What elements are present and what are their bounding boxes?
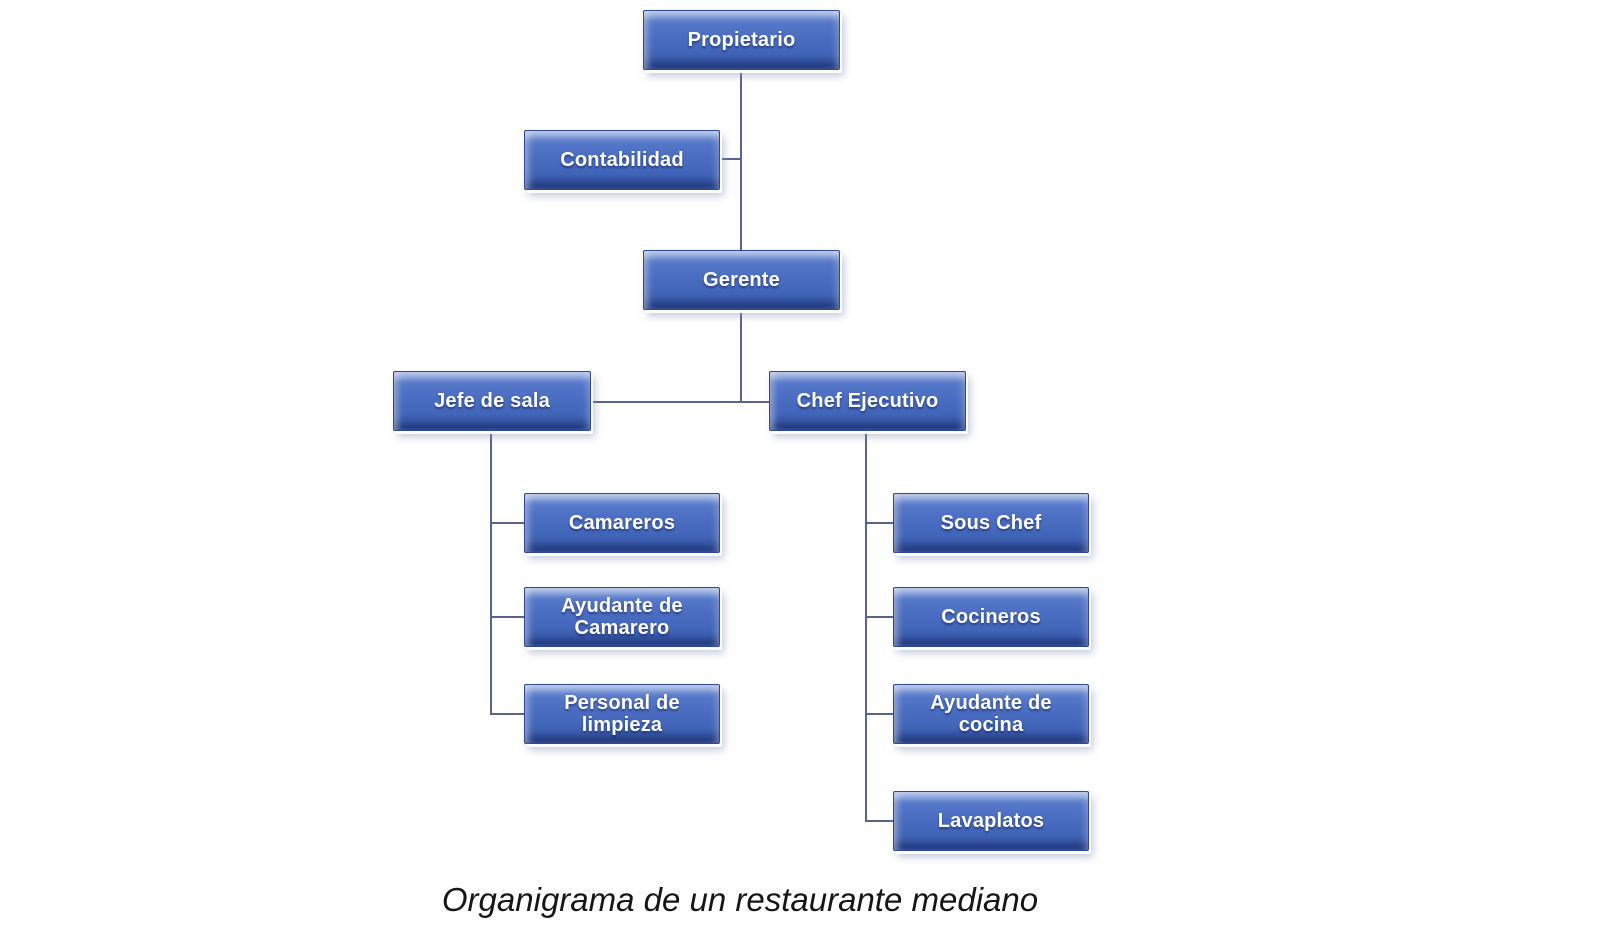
connector-propietario-gerente — [740, 70, 742, 250]
org-node-cocineros: Cocineros — [893, 587, 1089, 647]
connector-jefe-chef — [591, 401, 769, 403]
org-node-label: Camareros — [568, 511, 676, 534]
connector-stub-ayudante-cocina — [865, 713, 893, 715]
org-node-label: Sous Chef — [940, 511, 1042, 534]
org-node-jefe-de-sala: Jefe de sala — [393, 371, 591, 431]
connector-stub-lavaplatos — [865, 820, 893, 822]
org-node-sous-chef: Sous Chef — [893, 493, 1089, 553]
org-node-personal-de-limpieza: Personal de limpieza — [524, 684, 720, 744]
org-node-label: Propietario — [687, 28, 796, 51]
org-node-lavaplatos: Lavaplatos — [893, 791, 1089, 851]
connector-stub-personal-limpieza — [490, 713, 524, 715]
org-node-ayudante-de-camarero: Ayudante de Camarero — [524, 587, 720, 647]
org-node-label: Gerente — [703, 268, 780, 291]
org-node-chef-ejecutivo: Chef Ejecutivo — [769, 371, 966, 431]
org-node-label: Ayudante de cocina — [930, 691, 1052, 736]
connector-stub-cocineros — [865, 616, 893, 618]
org-node-camareros: Camareros — [524, 493, 720, 553]
org-node-label: Lavaplatos — [937, 809, 1045, 832]
org-node-ayudante-de-cocina: Ayudante de cocina — [893, 684, 1089, 744]
org-node-label: Cocineros — [941, 605, 1041, 628]
org-node-propietario: Propietario — [643, 10, 840, 70]
connector-jefe-branch-vertical — [490, 431, 492, 715]
org-node-label: Jefe de sala — [434, 389, 550, 412]
connector-contabilidad — [720, 158, 741, 160]
connector-stub-camareros — [490, 522, 524, 524]
org-node-contabilidad: Contabilidad — [524, 130, 720, 190]
org-node-label: Contabilidad — [560, 148, 684, 171]
connector-stub-ayudante-camarero — [490, 616, 524, 618]
connector-stub-sous-chef — [865, 522, 893, 524]
org-node-label: Personal de limpieza — [564, 691, 680, 736]
org-node-label: Ayudante de Camarero — [561, 594, 683, 639]
org-node-label: Chef Ejecutivo — [796, 389, 939, 412]
diagram-caption: Organigrama de un restaurante mediano — [441, 881, 1039, 918]
org-node-gerente: Gerente — [643, 250, 840, 310]
connector-chef-branch-vertical — [865, 431, 867, 821]
connector-gerente-split — [740, 310, 742, 403]
